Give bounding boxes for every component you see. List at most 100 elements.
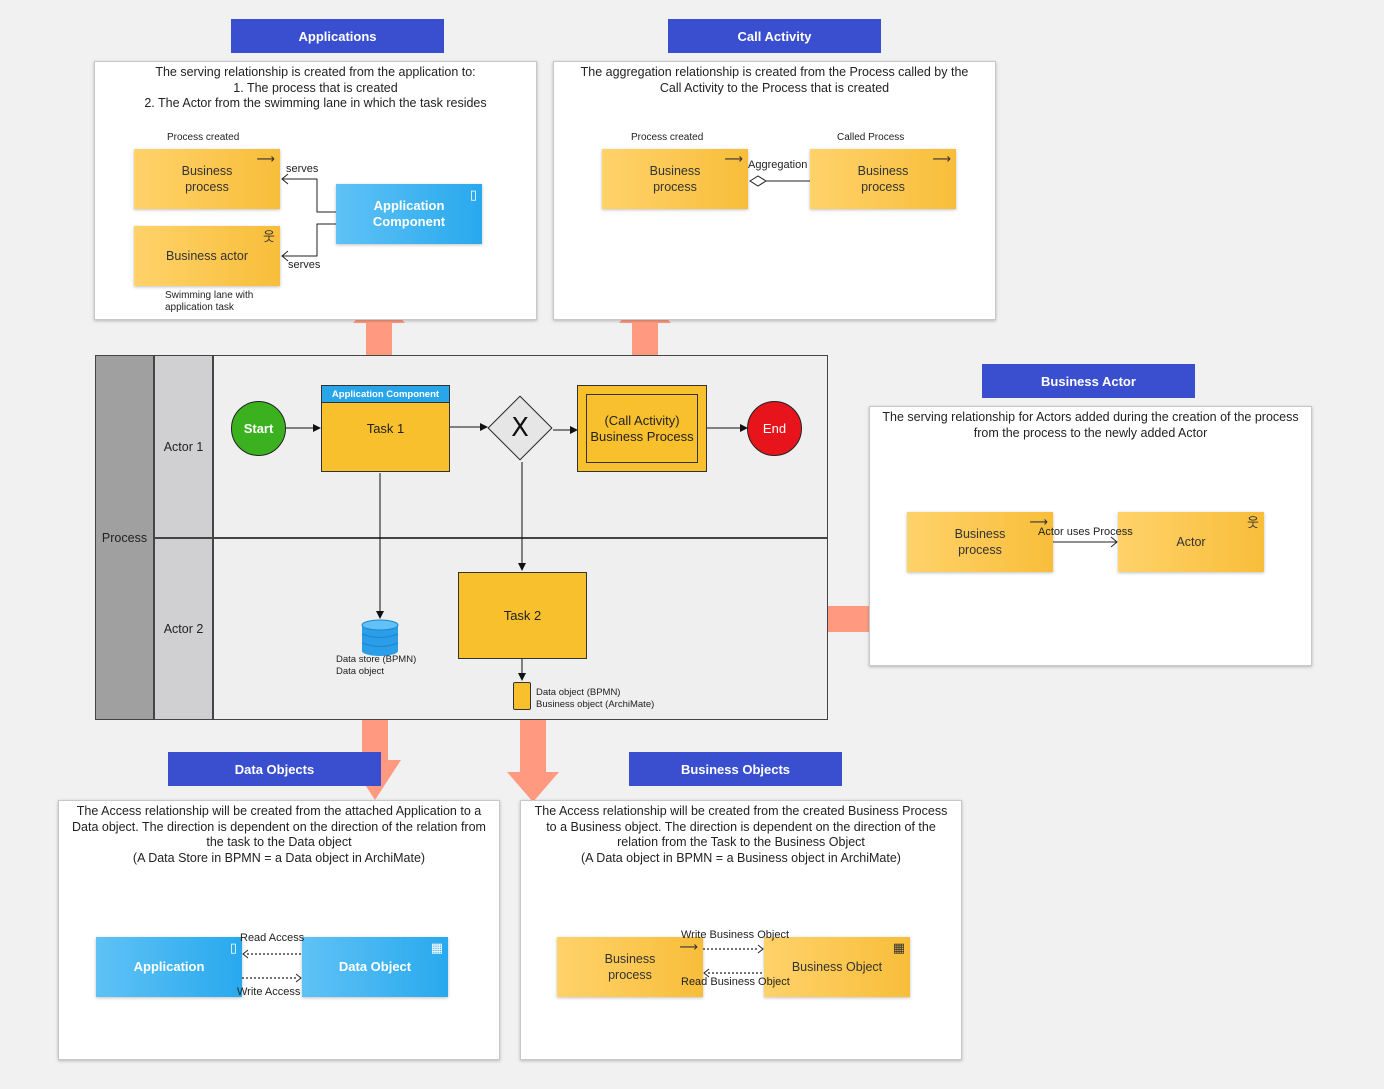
swimlane-note: Swimming lane with application task [165, 290, 254, 313]
desc-line: The serving relationship is created from… [155, 65, 476, 79]
desc-line: Call Activity to the Process that is cre… [659, 80, 890, 95]
application-box[interactable]: Application ▯ [96, 937, 242, 997]
write-business-object-label: Write Business Object [681, 929, 790, 941]
business-process-box[interactable]: Business process ⟶ [907, 512, 1053, 572]
data-store-label: Data store (BPMN) Data object [336, 654, 416, 678]
application-component-box[interactable]: Application Component ▯ [336, 184, 482, 244]
component-icon: ▯ [469, 187, 477, 202]
business-actor-description: The serving relationship for Actors adde… [870, 410, 1311, 441]
business-object-icon: ▦ [892, 940, 905, 955]
actor-icon: 웃 [263, 229, 275, 244]
business-process-box-called[interactable]: Business process ⟶ [810, 149, 956, 209]
task-2[interactable]: Task 2 [458, 572, 587, 659]
business-process-label: Business process [649, 164, 701, 194]
business-actor-title: Business Actor [982, 364, 1195, 398]
gateway-x-icon: X [511, 413, 529, 443]
desc-line: The Access relationship will be created … [76, 804, 482, 818]
process-arrow-icon: ⟶ [679, 939, 698, 954]
called-process-label: Called Process [837, 132, 905, 143]
data-store-line: Data object [336, 666, 385, 677]
process-arrow-icon: ⟶ [724, 151, 743, 166]
data-objects-description: The Access relationship will be created … [59, 804, 499, 866]
lane-label: Actor 2 [163, 622, 204, 636]
business-process-box-created[interactable]: Business process ⟶ [602, 149, 748, 209]
data-objects-title: Data Objects [168, 752, 381, 786]
write-access-label: Write Access [237, 986, 301, 998]
task-2-label: Task 2 [503, 608, 542, 623]
business-object-label: Business Object [791, 960, 883, 974]
call-activity[interactable]: (Call Activity) Business Process [577, 385, 707, 472]
desc-line: The serving relationship for Actors adde… [882, 410, 1299, 424]
business-process-label: Business process [954, 527, 1006, 557]
process-created-label: Process created [631, 132, 704, 143]
call-activity-label: (Call Activity) Business Process [590, 412, 694, 444]
actor-uses-process-label: Actor uses Process [1038, 526, 1133, 538]
business-objects-description: The Access relationship will be created … [521, 804, 961, 866]
start-event[interactable]: Start [231, 401, 286, 456]
application-label: Application [133, 959, 205, 974]
application-component-label: Application Component [372, 198, 446, 229]
actor-label: Actor [1176, 535, 1206, 549]
serves-label-1: serves [286, 163, 319, 175]
desc-line: 1. The process that is created [233, 80, 398, 95]
business-actor-box[interactable]: Business actor 웃 [134, 226, 280, 286]
desc-line: (A Data Store in BPMN = a Data object in… [132, 850, 426, 865]
desc-line: The aggregation relationship is created … [580, 65, 969, 79]
process-created-label: Process created [167, 132, 240, 143]
pool-process[interactable]: Process [95, 355, 154, 720]
business-access-connectors [703, 944, 764, 978]
arrow-down-business-objects [507, 718, 559, 802]
business-process-label: Business process [857, 164, 909, 194]
business-process-label: Business process [604, 952, 656, 982]
call-activity-inner: (Call Activity) Business Process [586, 394, 698, 463]
call-activity-description: The aggregation relationship is created … [554, 65, 995, 96]
read-business-object-label: Read Business Object [681, 976, 790, 988]
read-access-label: Read Access [240, 932, 305, 944]
desc-line: 2. The Actor from the swimming lane in w… [144, 96, 487, 110]
actor-box[interactable]: Actor 웃 [1118, 512, 1264, 572]
actor-icon: 웃 [1247, 515, 1259, 530]
end-event[interactable]: End [747, 401, 802, 456]
desc-line: The Access relationship will be created … [534, 804, 948, 818]
business-process-box[interactable]: Business process ⟶ [557, 937, 703, 997]
pool-label: Process [101, 530, 148, 545]
data-object-icon[interactable] [513, 682, 531, 710]
component-icon: ▯ [229, 940, 237, 955]
business-objects-panel: The Access relationship will be created … [520, 800, 962, 1060]
desc-line: (A Data object in BPMN = a Business obje… [581, 850, 901, 865]
business-actor-label: Business actor [166, 249, 248, 263]
data-store-line: Data store (BPMN) [336, 654, 417, 665]
applications-description: The serving relationship is created from… [95, 65, 536, 112]
applications-title: Applications [231, 19, 444, 53]
data-object-label: Data Object [338, 959, 412, 974]
data-store-icon[interactable] [360, 619, 400, 659]
call-activity-title: Call Activity [668, 19, 881, 53]
business-object-box[interactable]: Business Object ▦ [764, 937, 910, 997]
business-objects-title: Business Objects [629, 752, 842, 786]
end-label: End [762, 421, 787, 436]
task-1-application-header: Application Component [321, 385, 450, 403]
start-label: Start [243, 421, 274, 436]
process-arrow-icon: ⟶ [932, 151, 951, 166]
application-component-tag: Application Component [331, 388, 440, 400]
aggregation-label: Aggregation [748, 159, 808, 171]
applications-connectors [281, 173, 336, 262]
lane-actor-2-header[interactable]: Actor 2 [154, 538, 213, 720]
lane-actor-1-header[interactable]: Actor 1 [154, 355, 213, 538]
serves-label-2: serves [288, 259, 321, 271]
business-actor-panel: The serving relationship for Actors adde… [869, 406, 1312, 666]
desc-line: Data object. The direction is dependent … [72, 819, 486, 834]
applications-panel: The serving relationship is created from… [94, 61, 537, 320]
desc-line: relation from the Task to the Business O… [617, 835, 865, 849]
access-connectors [242, 949, 302, 983]
data-object-box[interactable]: Data Object ▦ [302, 937, 448, 997]
business-process-label: Business process [181, 164, 233, 194]
actor-uses-connector [1053, 536, 1118, 548]
data-objects-panel: The Access relationship will be created … [58, 800, 500, 1060]
aggregation-connector [749, 175, 810, 187]
call-activity-panel: The aggregation relationship is created … [553, 61, 996, 320]
process-arrow-icon: ⟶ [256, 151, 275, 166]
business-process-box[interactable]: Business process ⟶ [134, 149, 280, 209]
desc-line: the task to the Data object [206, 835, 352, 849]
